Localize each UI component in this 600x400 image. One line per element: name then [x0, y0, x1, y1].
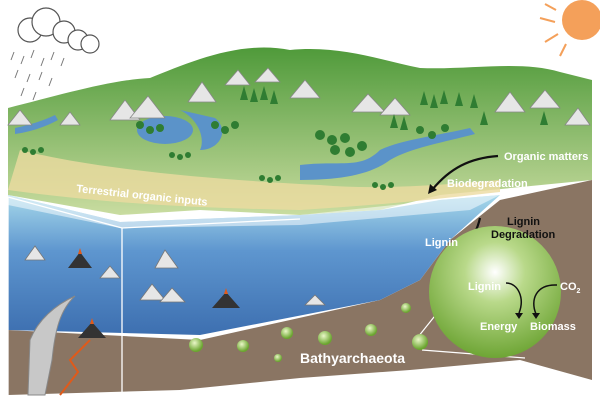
underwater-mountains — [24, 245, 326, 306]
inset-energy-label: Energy — [480, 321, 518, 333]
box-edges — [7, 196, 301, 395]
lignin-water-label: Lignin — [425, 237, 458, 249]
water-body — [8, 195, 500, 335]
inset-lignin-label: Lignin — [468, 281, 501, 293]
inset-biomass-label: Biomass — [530, 321, 576, 333]
river — [15, 110, 475, 180]
rock-formation — [27, 295, 76, 396]
sediment — [8, 180, 592, 395]
biodegradation-label: Biodegradation — [447, 178, 528, 190]
lava-crack — [59, 339, 91, 396]
mountains — [7, 67, 591, 126]
lignin-degradation-label-1: Lignin — [507, 216, 540, 228]
volcano-icon — [68, 248, 240, 338]
bathyarchaeota-cells — [189, 303, 428, 362]
inset-co2-label: CO2 — [560, 281, 581, 295]
shore-band — [8, 150, 500, 210]
organic-matters-label: Organic matters — [504, 151, 588, 163]
sun-icon — [539, 0, 600, 57]
bathyarchaeota-label: Bathyarchaeota — [300, 350, 405, 366]
rain-cloud-icon — [10, 7, 100, 101]
inset-cell: Lignin CO2 Energy Biomass — [429, 226, 581, 358]
forest — [22, 86, 548, 190]
lignin-degradation-label-2: Degradation — [491, 229, 555, 241]
